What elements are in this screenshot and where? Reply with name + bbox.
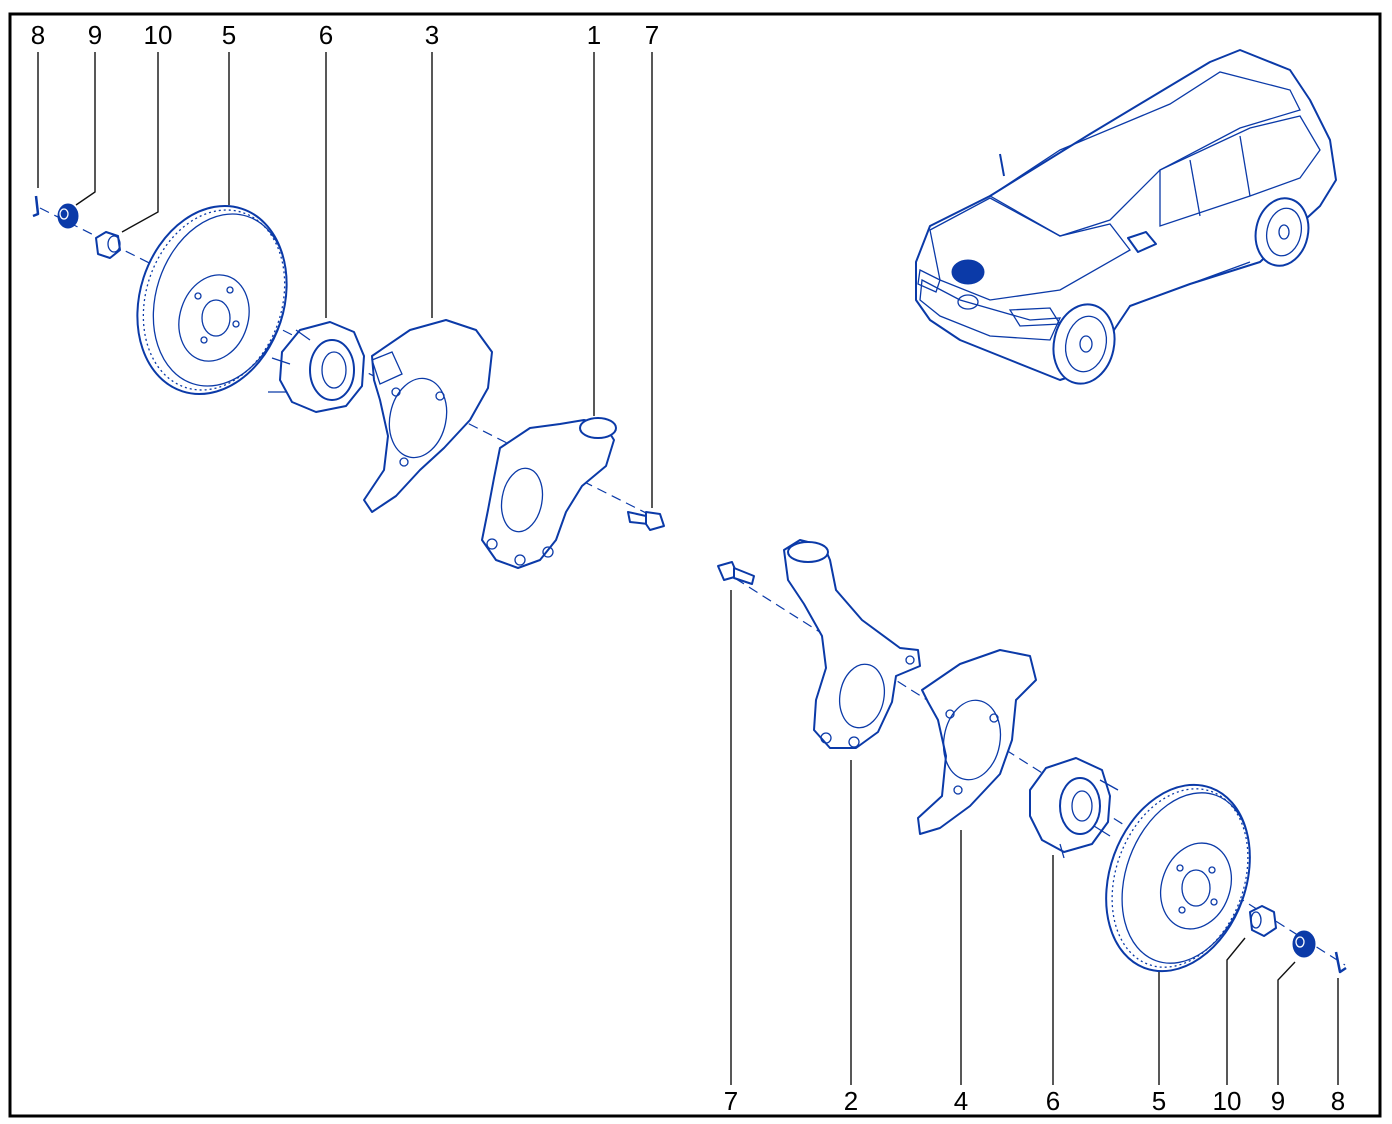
vehicle-illustration [915, 49, 1337, 385]
leaders-bottom [730, 590, 1339, 1085]
hub-nut-left [95, 231, 121, 259]
callout-top-9: 9 [88, 20, 102, 50]
callout-top-6: 6 [319, 20, 333, 50]
brake-disc-left [136, 205, 288, 395]
callout-top-5: 5 [222, 20, 236, 50]
leader-top-9 [75, 52, 96, 206]
callout-bottom-2: 2 [844, 1086, 858, 1116]
callout-bottom-8: 8 [1331, 1086, 1345, 1116]
assembly-axis-right [721, 569, 1346, 966]
wheel-hub-left [268, 321, 365, 413]
callout-bottom-6: 6 [1046, 1086, 1060, 1116]
callout-top-8: 8 [31, 20, 45, 50]
callout-bottom-10: 10 [1213, 1086, 1242, 1116]
callout-top-10: 10 [144, 20, 173, 50]
leader-top-10 [121, 52, 159, 233]
cotter-pin-right [1334, 951, 1347, 974]
callout-top-3: 3 [425, 20, 439, 50]
dust-shield-left [363, 319, 493, 513]
bolt-upper [627, 511, 665, 531]
steering-knuckle-left [481, 417, 617, 569]
dust-shield-right [917, 649, 1037, 835]
castle-cap-left [57, 203, 79, 229]
callout-bottom-4: 4 [954, 1086, 968, 1116]
leader-bottom-9 [1277, 961, 1296, 1085]
callout-top-7: 7 [645, 20, 659, 50]
cotter-pin-left [32, 195, 40, 218]
leader-bottom-10 [1226, 937, 1246, 1085]
wheel-hub-right [1029, 757, 1119, 859]
callout-bottom-9: 9 [1271, 1086, 1285, 1116]
callout-bottom-7: 7 [724, 1086, 738, 1116]
callouts-top: 8 9 10 5 6 3 1 7 [31, 20, 659, 50]
hub-nut-right [1249, 905, 1277, 937]
steering-knuckle-right [783, 539, 921, 749]
diagram-border [8, 12, 1382, 1118]
leaders-top [37, 52, 653, 508]
bolt-lower [717, 561, 755, 585]
callouts-bottom: 7 2 4 6 5 10 9 8 [724, 1086, 1345, 1116]
brake-disc-right [1105, 783, 1251, 973]
callout-top-1: 1 [587, 20, 601, 50]
callout-bottom-5: 5 [1152, 1086, 1166, 1116]
castle-cap-right [1292, 930, 1316, 958]
